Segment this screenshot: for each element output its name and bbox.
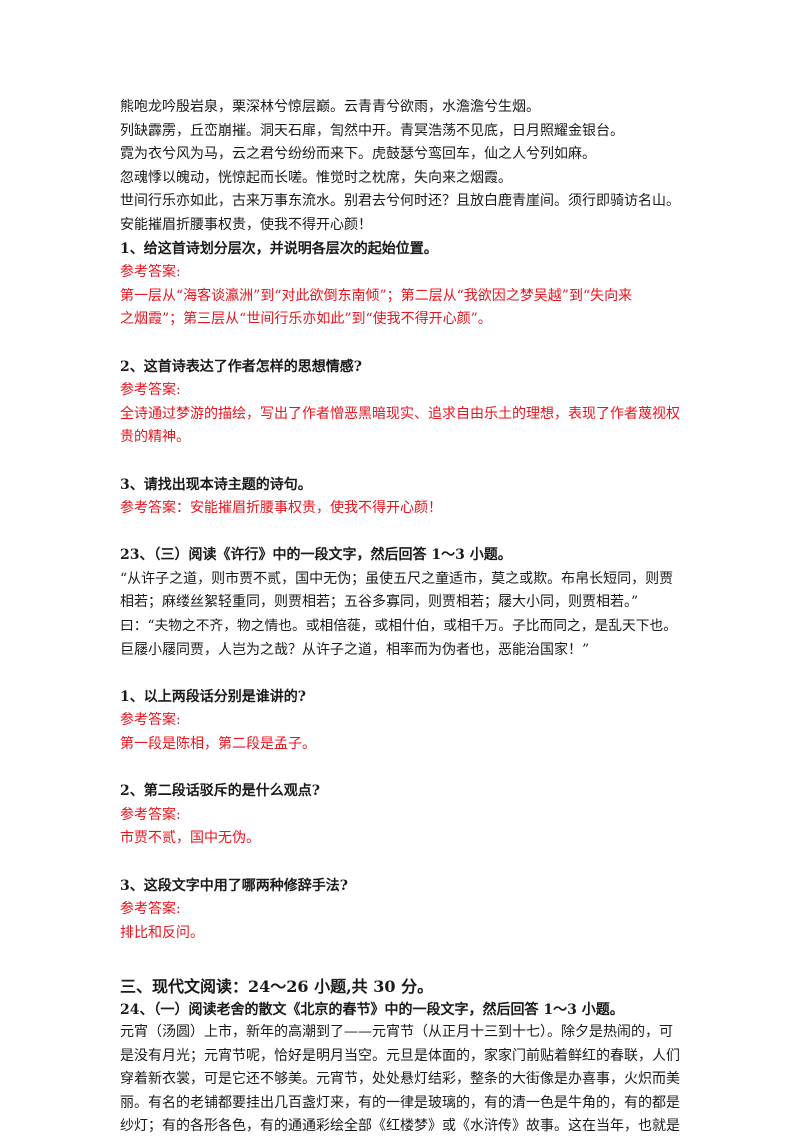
document-page: 熊咆龙吟殷岩泉，栗深林兮惊层巅。云青青兮欲雨，水澹澹兮生烟。 列缺霹雳，丘峦崩摧… (120, 96, 685, 1139)
q23-passage-line: “从许子之道，则市贾不贰，国中无伪；虽使五尺之童适市，莫之或欺。布帛长短同，则贾 (120, 570, 674, 587)
q3-question: 3、请找出现本诗主题的诗句。 (120, 476, 312, 493)
q3-answer-label: 参考答案： (120, 500, 190, 517)
q24-passage-line: 丽。有名的老铺都要挂出几百盏灯来，有的一律是玻璃的，有的清一色是牛角的，有的都是 (120, 1094, 680, 1111)
q3-answer-text: 安能摧眉折腰事权贵，使我不得开心颜！ (190, 500, 442, 517)
q24-passage-line: 纱灯；有的各形各色，有的通通彩绘全部《红楼梦》或《水浒传》故事。这在当年，也就是 (120, 1118, 680, 1135)
q1-answer-label: 参考答案: (120, 264, 181, 281)
q23-sub3-answer: 排比和反问。 (120, 924, 204, 941)
q23-passage-line: 相若；麻缕丝絮轻重同，则贾相若；五谷多寡同，则贾相若；屦大小同，则贾相若。” (120, 594, 639, 611)
q24-title: 24、（一）阅读老舍的散文《北京的春节》中的一段文字，然后回答 1～3 小题。 (120, 1001, 624, 1018)
q23-sub2-answer: 市贾不贰，国中无伪。 (120, 830, 260, 847)
q23-sub1-answer: 第一段是陈相，第二段是孟子。 (120, 736, 316, 753)
q23-sub3-question: 3、这段文字中用了哪两种修辞手法? (120, 877, 348, 894)
q2-answer-label: 参考答案: (120, 382, 181, 399)
q24-passage-line: 穿着新衣裳，可是它还不够美。元宵节，处处悬灯结彩，整条的大街像是办喜事，火炽而美 (120, 1071, 680, 1088)
q23-sub2-label: 参考答案: (120, 806, 181, 823)
poem-line: 熊咆龙吟殷岩泉，栗深林兮惊层巅。云青青兮欲雨，水澹澹兮生烟。 (120, 99, 540, 115)
q2-answer-line: 全诗通过梦游的描绘，写出了作者憎恶黑暗现实、追求自由乐土的理想，表现了作者蔑视权 (120, 405, 680, 422)
poem-line: 世间行乐亦如此，古来万事东流水。别君去兮何时还？且放白鹿青崖间。须行即骑访名山。 (120, 193, 680, 210)
q23-sub1-question: 1、以上两段话分别是谁讲的? (120, 688, 306, 705)
q23-passage-line: 曰：“夫物之不齐，物之情也。或相倍蓰，或相什伯，或相千万。子比而同之，是乱天下也… (120, 618, 678, 635)
q23-sub2-question: 2、第二段话驳斥的是什么观点? (120, 783, 320, 800)
poem-line: 忽魂悸以魄动，恍惊起而长嗟。惟觉时之枕席，失向来之烟霞。 (120, 169, 512, 186)
q24-passage-line: 元宵（汤圆）上市，新年的高潮到了——元宵节（从正月十三到十七）。除夕是热闹的，可 (120, 1023, 673, 1040)
q24-passage-line: 是没有月光；元宵节呢，恰好是明月当空。元旦是体面的，家家门前贴着鲜红的春联，人们 (120, 1047, 680, 1064)
q1-answer-line: 之烟霞”；第三层从“世间行乐亦如此”到“使我不得开心颜”。 (120, 311, 492, 328)
q3-answer: 参考答案：安能摧眉折腰事权贵，使我不得开心颜！ (120, 497, 685, 521)
q1-answer-line: 第一层从“海客谈瀛洲”到“对此欲倒东南倾”；第二层从“我欲因之梦吴越”到“失向来 (120, 287, 633, 304)
poem-line: 霓为衣兮风为马，云之君兮纷纷而来下。虎鼓瑟兮鸾回车，仙之人兮列如麻。 (120, 146, 596, 163)
poem-line: 安能摧眉折腰事权贵，使我不得开心颜！ (120, 216, 372, 233)
q23-sub3-label: 参考答案: (120, 901, 181, 918)
q23-title: 23、（三）阅读《许行》中的一段文字，然后回答 1～3 小题。 (120, 547, 512, 564)
q23-passage-line: 巨屦小屦同贾，人岂为之哉？从许子之道，相率而为伪者也，恶能治国家！” (120, 641, 590, 658)
poem-line: 列缺霹雳，丘峦崩摧。洞天石扉，訇然中开。青冥浩荡不见底，日月照耀金银台。 (120, 122, 624, 139)
q2-question: 2、这首诗表达了作者怎样的思想情感? (120, 358, 362, 375)
section-heading: 三、现代文阅读：24～26 小题,共 30 分。 (120, 976, 434, 996)
q23-sub1-label: 参考答案: (120, 712, 181, 729)
q1-question: 1、给这首诗划分层次，并说明各层次的起始位置。 (120, 240, 438, 257)
q2-answer-line: 贵的精神。 (120, 429, 190, 446)
